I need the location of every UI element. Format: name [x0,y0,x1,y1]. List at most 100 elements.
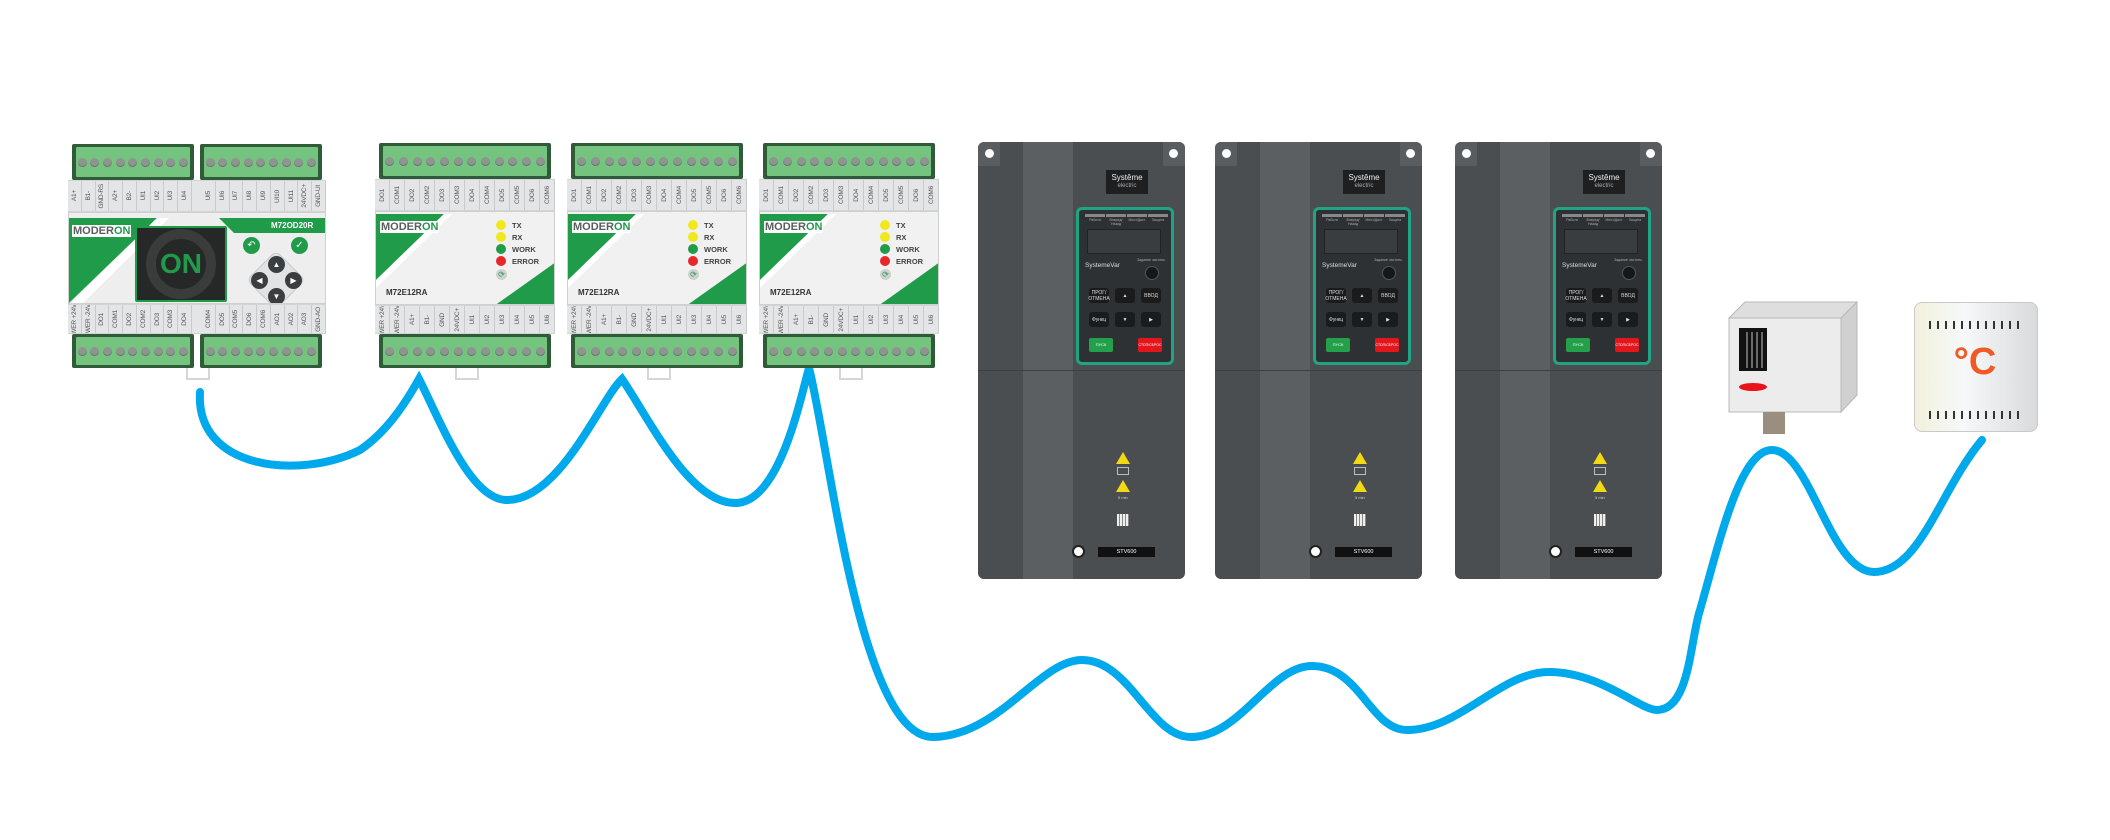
terminal-screw[interactable] [645,346,655,356]
terminal-screw[interactable] [243,346,253,356]
terminal-screw[interactable] [426,156,436,166]
terminal-screw[interactable] [837,156,847,166]
keypad-button[interactable]: ▼ [1352,312,1372,327]
terminal-screw[interactable] [205,157,215,167]
terminal-screw[interactable] [810,346,820,356]
terminal-screw[interactable] [426,346,436,356]
keypad-button[interactable]: ПРОГ/ОТМЕНА [1088,288,1110,303]
terminal-screw[interactable] [878,346,888,356]
terminal-screw[interactable] [645,156,655,166]
terminal-screw[interactable] [823,346,833,356]
cover-screw[interactable] [1549,545,1562,558]
terminal-screw[interactable] [153,157,163,167]
terminal-screw[interactable] [103,157,113,167]
terminal-screw[interactable] [590,156,600,166]
terminal-screw[interactable] [90,157,100,167]
keypad-button[interactable]: Функц [1089,312,1109,327]
terminal-screw[interactable] [494,156,504,166]
terminal-screw[interactable] [453,346,463,356]
terminal-screw[interactable] [281,346,291,356]
ok-button[interactable]: ✓ [291,237,308,254]
keypad-button[interactable]: ПРОГ/ОТМЕНА [1325,288,1347,303]
keypad-button[interactable]: ▶ [1378,312,1398,327]
left-button[interactable]: ◀ [251,272,268,289]
terminal-screw[interactable] [412,346,422,356]
terminal-screw[interactable] [727,346,737,356]
terminal-screw[interactable] [796,346,806,356]
terminal-screw[interactable] [618,156,628,166]
terminal-screw[interactable] [837,346,847,356]
terminal-screw[interactable] [412,156,422,166]
terminal-screw[interactable] [878,156,888,166]
terminal-screw[interactable] [590,346,600,356]
terminal-screw[interactable] [281,157,291,167]
terminal-screw[interactable] [604,156,614,166]
terminal-screw[interactable] [294,157,304,167]
terminal-screw[interactable] [577,346,587,356]
terminal-screw[interactable] [700,346,710,356]
terminal-screw[interactable] [905,346,915,356]
terminal-screw[interactable] [115,157,125,167]
terminal-screw[interactable] [439,346,449,356]
frequency-knob[interactable] [1145,266,1159,280]
terminal-screw[interactable] [659,156,669,166]
terminal-screw[interactable] [103,346,113,356]
keypad-button[interactable]: ▼ [1592,312,1612,327]
terminal-screw[interactable] [864,156,874,166]
cover-screw[interactable] [1072,545,1085,558]
terminal-screw[interactable] [307,157,317,167]
terminal-screw[interactable] [179,157,189,167]
terminal-screw[interactable] [810,156,820,166]
terminal-screw[interactable] [864,346,874,356]
keypad-button[interactable]: ВВОД [1378,288,1398,303]
terminal-screw[interactable] [128,157,138,167]
terminal-screw[interactable] [269,157,279,167]
terminal-screw[interactable] [851,156,861,166]
keypad-button[interactable]: ▼ [1115,312,1135,327]
terminal-screw[interactable] [521,156,531,166]
keypad-button[interactable]: ▲ [1592,288,1612,303]
terminal-screw[interactable] [128,346,138,356]
cover-screw[interactable] [1309,545,1322,558]
terminal-screw[interactable] [769,156,779,166]
terminal-screw[interactable] [90,346,100,356]
terminal-screw[interactable] [851,346,861,356]
terminal-screw[interactable] [713,156,723,166]
terminal-screw[interactable] [604,346,614,356]
terminal-screw[interactable] [727,156,737,166]
terminal-screw[interactable] [672,156,682,166]
keypad-button[interactable]: ▶ [1141,312,1161,327]
terminal-screw[interactable] [919,156,929,166]
terminal-screw[interactable] [256,346,266,356]
terminal-screw[interactable] [385,156,395,166]
terminal-screw[interactable] [905,156,915,166]
keypad-button[interactable]: ВВОД [1618,288,1638,303]
terminal-screw[interactable] [521,346,531,356]
terminal-screw[interactable] [892,346,902,356]
terminal-screw[interactable] [153,346,163,356]
terminal-screw[interactable] [77,346,87,356]
keypad-button[interactable]: ПРОГ/ОТМЕНА [1565,288,1587,303]
terminal-screw[interactable] [141,157,151,167]
terminal-screw[interactable] [769,346,779,356]
terminal-screw[interactable] [480,346,490,356]
terminal-screw[interactable] [467,156,477,166]
terminal-screw[interactable] [218,346,228,356]
terminal-screw[interactable] [631,156,641,166]
terminal-screw[interactable] [480,156,490,166]
terminal-screw[interactable] [179,346,189,356]
terminal-screw[interactable] [823,156,833,166]
terminal-screw[interactable] [166,157,176,167]
keypad-button[interactable]: ▲ [1352,288,1372,303]
terminal-screw[interactable] [218,157,228,167]
terminal-screw[interactable] [385,346,395,356]
keypad-button[interactable]: ▶ [1618,312,1638,327]
terminal-screw[interactable] [294,346,304,356]
down-button[interactable]: ▼ [268,288,285,303]
terminal-screw[interactable] [141,346,151,356]
terminal-screw[interactable] [231,157,241,167]
terminal-screw[interactable] [535,346,545,356]
terminal-screw[interactable] [231,346,241,356]
terminal-screw[interactable] [453,156,463,166]
right-button[interactable]: ▶ [285,272,302,289]
